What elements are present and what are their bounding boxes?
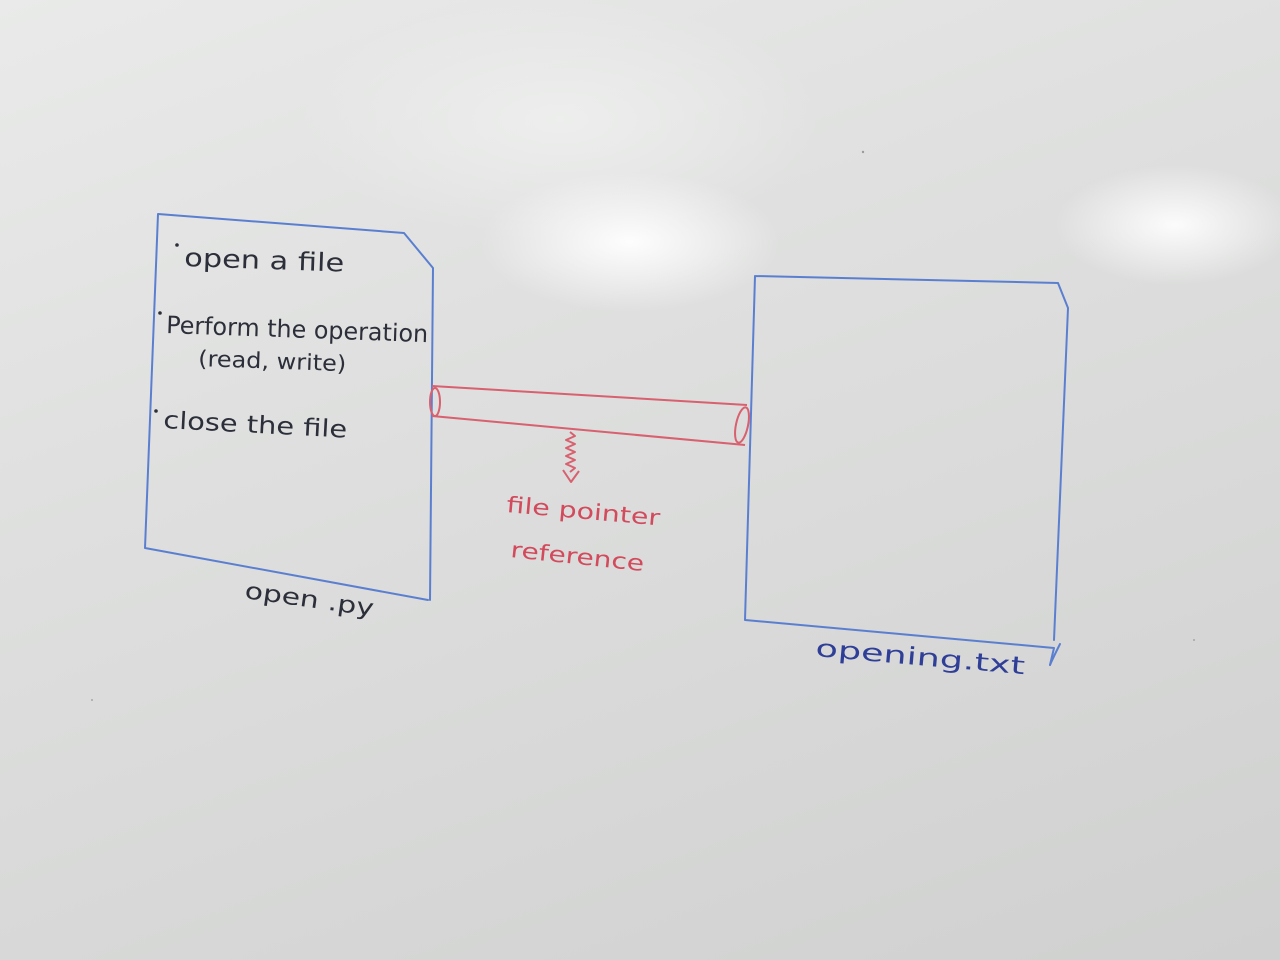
bullet-close-file: close the file xyxy=(163,406,348,444)
bullet-open-file: open a file xyxy=(184,243,345,278)
pipe-top-edge xyxy=(431,385,748,406)
right-document-outline xyxy=(744,275,1069,666)
board-mark xyxy=(91,699,93,701)
pointer-label-line1: file pointer xyxy=(505,493,662,531)
board-mark xyxy=(861,150,865,154)
squiggle-arrow xyxy=(565,431,576,473)
right-document-caption: opening.txt xyxy=(814,634,1026,680)
squiggle-arrowhead xyxy=(562,469,580,483)
pipe-left-end xyxy=(429,387,441,417)
bullet-perform-operation: Perform the operation xyxy=(166,311,429,348)
bullet-dot xyxy=(154,409,158,413)
left-document-caption: open .py xyxy=(243,578,375,622)
right-document-hook xyxy=(1049,643,1061,666)
left-document-outline xyxy=(144,213,434,601)
bullet-dot xyxy=(158,311,162,315)
file-pointer-pipe xyxy=(429,385,750,446)
pipe-right-end xyxy=(734,406,750,444)
pipe-bottom-edge xyxy=(431,415,746,446)
pointer-label-line2: reference xyxy=(509,538,645,577)
bullet-dot xyxy=(175,243,179,247)
bullet-read-write: (read, write) xyxy=(198,347,347,377)
board-mark xyxy=(1193,639,1195,641)
